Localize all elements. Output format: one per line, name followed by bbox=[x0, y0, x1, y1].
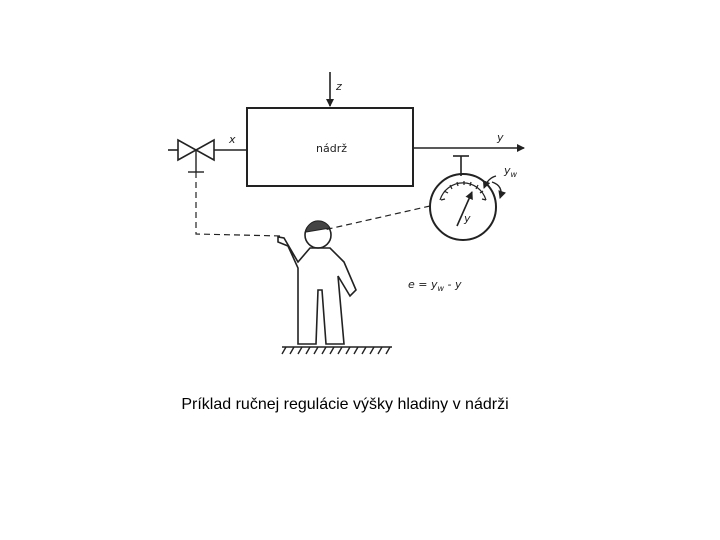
output-label: y bbox=[496, 131, 504, 144]
observation-dashed-line bbox=[323, 205, 431, 231]
input-label: x bbox=[228, 133, 236, 146]
valve-icon bbox=[177, 138, 215, 173]
gauge-icon bbox=[429, 173, 497, 241]
gauge-needle bbox=[456, 191, 473, 227]
control-dashed-line bbox=[195, 172, 283, 237]
error-equation: e = yw - y bbox=[408, 278, 462, 293]
setpoint-arrow-upper bbox=[482, 175, 497, 189]
setpoint-label: yw bbox=[503, 164, 518, 179]
operator-figure bbox=[277, 220, 357, 345]
setpoint-arrow-lower bbox=[491, 181, 507, 199]
tank-label: nádrž bbox=[316, 142, 347, 155]
level-sensor bbox=[453, 155, 469, 176]
disturbance-label: z bbox=[335, 80, 342, 93]
gauge-value-label: y bbox=[463, 212, 471, 225]
tank-box bbox=[246, 107, 414, 187]
figure-caption: Príklad ručnej regulácie výšky hladiny v… bbox=[181, 396, 509, 413]
ground bbox=[281, 346, 392, 355]
